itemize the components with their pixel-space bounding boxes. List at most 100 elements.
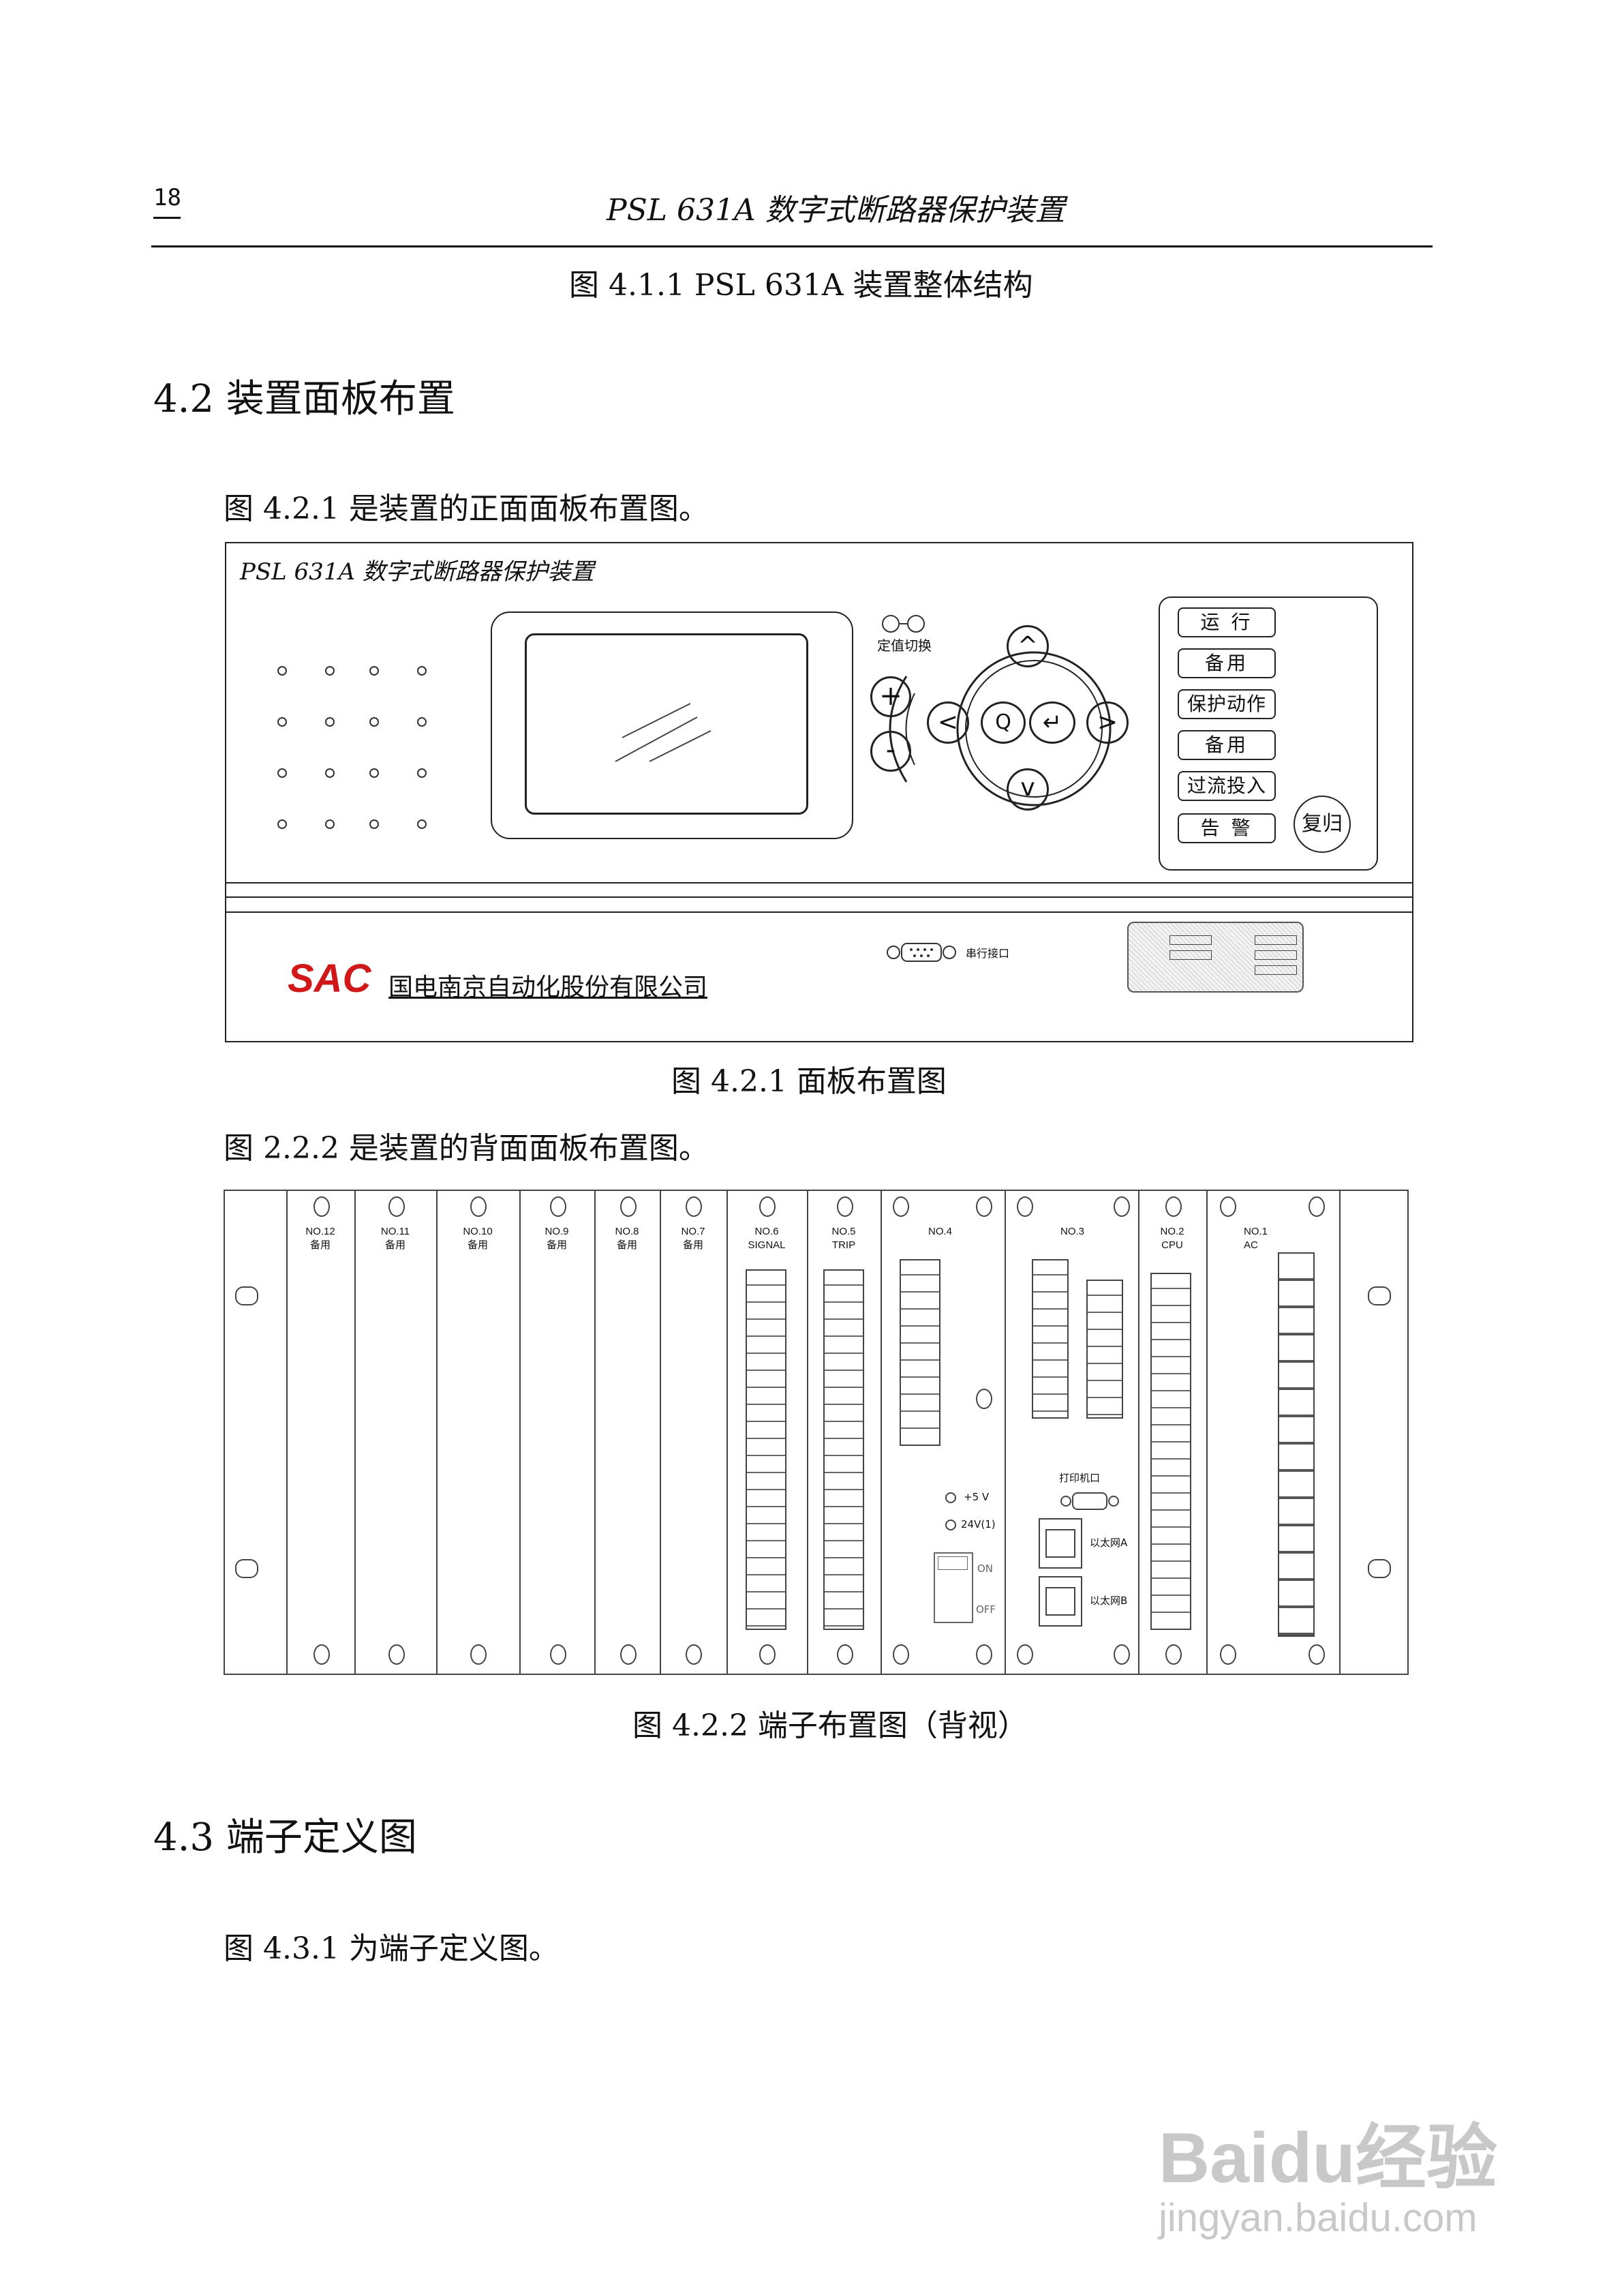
figure-4-1-1-caption: 图 4.1.1 PSL 631A 装置整体结构 bbox=[569, 268, 1033, 303]
screw-icon bbox=[470, 1196, 487, 1217]
slot-name: CPU bbox=[1161, 1239, 1183, 1251]
slot-label: NO.7 备用 bbox=[660, 1225, 726, 1252]
terminal-block-comm-1 bbox=[1032, 1259, 1069, 1419]
lamp-alarm: 告 警 bbox=[1178, 813, 1276, 843]
screw-icon bbox=[1017, 1196, 1033, 1217]
terminal-block-trip bbox=[823, 1269, 864, 1630]
label-24v: 24V(1) bbox=[961, 1518, 996, 1530]
screw-icon bbox=[686, 1644, 702, 1665]
screw-icon bbox=[1165, 1196, 1182, 1217]
nameplate-field bbox=[1169, 935, 1212, 945]
slot-no12: NO.12 备用 bbox=[286, 1191, 356, 1674]
screw-icon bbox=[759, 1644, 776, 1665]
ethernet-jack-icon bbox=[1045, 1529, 1075, 1558]
screw-icon bbox=[976, 1196, 992, 1217]
lamp-spare-1: 备用 bbox=[1178, 648, 1276, 678]
screw-icon bbox=[837, 1644, 853, 1665]
serial-port-icon[interactable] bbox=[884, 939, 959, 966]
led-dot bbox=[325, 717, 335, 727]
key-down-button[interactable]: v bbox=[1007, 768, 1049, 811]
lamp-overcurrent-enabled: 过流投入 bbox=[1178, 771, 1276, 801]
slot-number: NO.6 bbox=[754, 1226, 779, 1237]
key-enter-button[interactable]: ↵ bbox=[1029, 701, 1075, 744]
terminal-block-power bbox=[900, 1259, 940, 1446]
mounting-hole bbox=[1368, 1286, 1391, 1305]
section-4-3-heading: 4.3 端子定义图 bbox=[153, 1815, 417, 1860]
key-minus-button[interactable]: - bbox=[870, 731, 911, 772]
slot-name: 备用 bbox=[309, 1239, 331, 1251]
led-dot bbox=[417, 717, 427, 727]
power-switch[interactable] bbox=[934, 1552, 973, 1623]
power-switch-lever bbox=[938, 1556, 968, 1570]
rear-panel-intro: 图 2.2.2 是装置的背面面板布置图。 bbox=[224, 1131, 709, 1166]
slot-number: NO.10 bbox=[463, 1226, 493, 1237]
slot-name: SIGNAL bbox=[748, 1239, 786, 1251]
figure-4-2-1-caption: 图 4.2.1 面板布置图 bbox=[671, 1064, 947, 1099]
key-q-button[interactable]: Q bbox=[981, 701, 1026, 744]
nameplate-field bbox=[1255, 935, 1297, 945]
front-panel-figure: PSL 631A 数字式断路器保护装置 定值切换 bbox=[225, 542, 1413, 1042]
led-5v-icon bbox=[945, 1492, 956, 1503]
terminal-block-signal bbox=[746, 1269, 786, 1630]
lcd-screen bbox=[525, 633, 808, 815]
terminal-block-comm-2 bbox=[1086, 1280, 1123, 1419]
led-dot bbox=[325, 819, 335, 829]
setting-switch-indicators bbox=[881, 614, 928, 637]
label-5v: +5 V bbox=[964, 1491, 990, 1503]
led-dot bbox=[417, 666, 427, 676]
slot-no3: NO.3 打印机口 以太网A 以太网B bbox=[1005, 1191, 1139, 1674]
slot-name: TRIP bbox=[831, 1239, 856, 1251]
key-left-button[interactable]: < bbox=[927, 701, 969, 744]
section-4-2-heading: 4.2 装置面板布置 bbox=[153, 377, 455, 421]
lamp-protection-trip: 保护动作 bbox=[1178, 689, 1276, 719]
printer-port-label: 打印机口 bbox=[1059, 1472, 1101, 1484]
slot-number: NO.12 bbox=[305, 1226, 335, 1237]
slot-name: 备用 bbox=[682, 1239, 703, 1251]
printer-port-icon[interactable] bbox=[1059, 1490, 1120, 1513]
slot-name: 备用 bbox=[467, 1239, 488, 1251]
slot-no7: NO.7 备用 bbox=[660, 1191, 728, 1674]
screw-icon bbox=[388, 1196, 405, 1217]
left-mounting-ear bbox=[225, 1191, 288, 1674]
front-panel-device-title: PSL 631A 数字式断路器保护装置 bbox=[240, 558, 594, 586]
screw-icon bbox=[620, 1196, 637, 1217]
page-number: 18 bbox=[153, 184, 181, 211]
slot-number: NO.7 bbox=[681, 1226, 705, 1237]
key-plus-button[interactable]: + bbox=[870, 676, 911, 717]
slot-label: NO.4 bbox=[928, 1225, 952, 1239]
screw-icon bbox=[837, 1196, 853, 1217]
screw-icon bbox=[686, 1196, 702, 1217]
header-rule bbox=[151, 245, 1433, 247]
screw-icon bbox=[1309, 1644, 1325, 1665]
right-mounting-ear bbox=[1339, 1191, 1407, 1674]
slot-number: NO.8 bbox=[615, 1226, 639, 1237]
ethernet-a-label: 以太网A bbox=[1090, 1537, 1128, 1549]
led-dot bbox=[369, 768, 379, 778]
serial-port-label: 串行接口 bbox=[966, 947, 1010, 960]
screw-icon bbox=[550, 1644, 566, 1665]
reset-button[interactable]: 复归 bbox=[1294, 796, 1351, 853]
ethernet-a-port[interactable] bbox=[1039, 1518, 1082, 1569]
slot-number: NO.11 bbox=[380, 1226, 410, 1237]
led-dot bbox=[277, 768, 287, 778]
slot-number: NO.5 bbox=[831, 1226, 856, 1237]
key-up-button[interactable]: ^ bbox=[1007, 625, 1049, 667]
ethernet-jack-icon bbox=[1045, 1587, 1075, 1616]
screw-icon bbox=[976, 1644, 992, 1665]
panel-band-line bbox=[226, 896, 1412, 898]
screw-icon bbox=[893, 1196, 909, 1217]
ethernet-b-port[interactable] bbox=[1039, 1576, 1082, 1627]
running-header-title: PSL 631A 数字式断路器保护装置 bbox=[607, 193, 1065, 228]
slot-no4: NO.4 +5 V 24V(1) ON OFF bbox=[881, 1191, 1006, 1674]
screw-icon bbox=[759, 1196, 776, 1217]
figure-4-2-2-caption: 图 4.2.2 端子布置图（背视） bbox=[632, 1708, 1028, 1743]
key-right-button[interactable]: > bbox=[1086, 701, 1129, 744]
